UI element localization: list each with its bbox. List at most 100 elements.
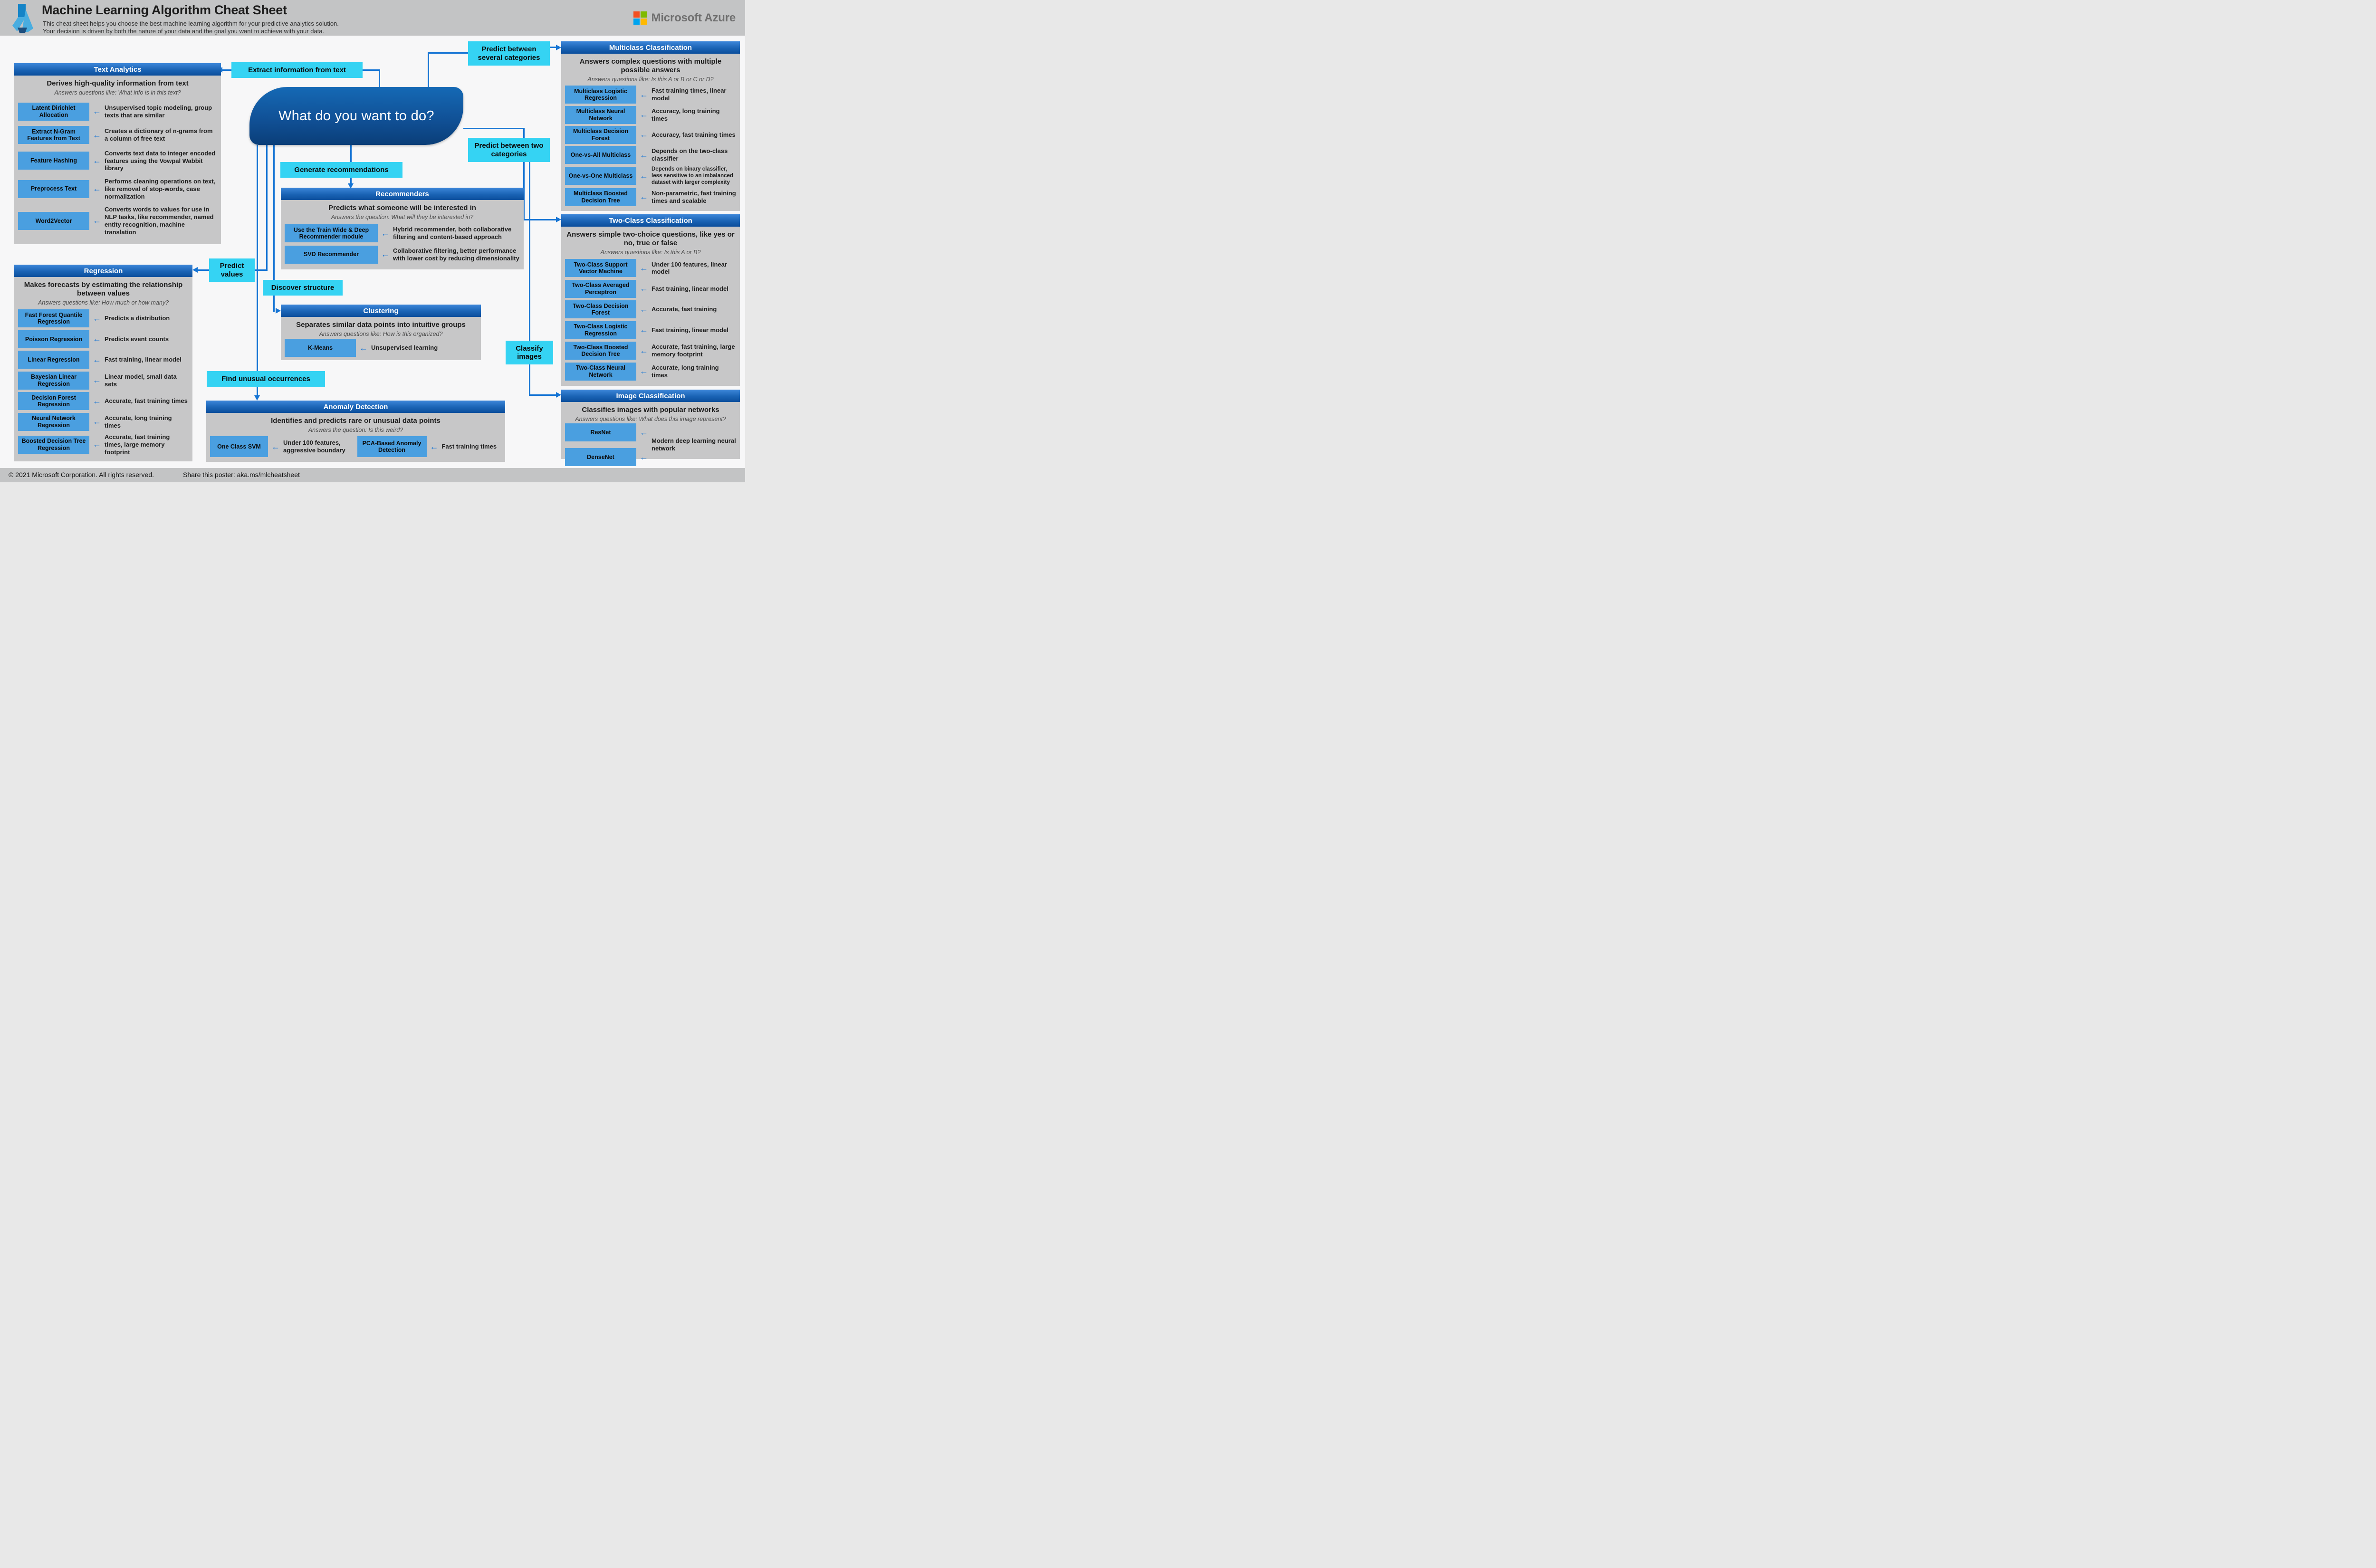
algorithm-row: Two-Class Averaged Perceptron ← Fast tra… <box>565 279 736 298</box>
algorithm-chip: K-Means <box>285 339 356 357</box>
algorithm-desc: Unsupervised topic modeling, group texts… <box>105 104 212 119</box>
algorithm-chip: Two-Class Logistic Regression <box>565 321 636 339</box>
algorithm-chip: Two-Class Averaged Perceptron <box>565 279 636 298</box>
microsoft-azure-logo: Microsoft Azure <box>633 11 736 25</box>
header-bar: Machine Learning Algorithm Cheat Sheet T… <box>0 0 745 36</box>
algorithm-row: Two-Class Neural Network ← Accurate, lon… <box>565 362 736 381</box>
panel-clustering: Clustering Separates similar data points… <box>281 305 481 360</box>
algorithm-row: Two-Class Decision Forest ← Accurate, fa… <box>565 300 736 319</box>
left-arrow-icon: ← <box>640 171 648 181</box>
algorithm-chip: Word2Vector <box>18 211 89 230</box>
algorithm-row: Multiclass Boosted Decision Tree ← Non-p… <box>565 188 736 206</box>
algorithm-chip: Preprocess Text <box>18 180 89 198</box>
connector-several-h2 <box>550 47 557 48</box>
connector-extract-v <box>379 69 380 89</box>
connector-extract-h2 <box>363 69 380 71</box>
left-arrow-icon: ← <box>640 263 648 273</box>
left-arrow-icon: ← <box>640 150 648 160</box>
label-classify-images: Classify images <box>506 341 553 364</box>
algorithm-desc: Converts words to values for use in NLP … <box>105 205 214 236</box>
arrowhead-into-regression <box>192 267 198 273</box>
page-subtitle-line2: Your decision is driven by both the natu… <box>43 28 325 35</box>
center-question-text: What do you want to do? <box>278 108 434 124</box>
arrowhead-into-twoclass <box>556 217 561 222</box>
connector-two-h1 <box>463 128 525 129</box>
algorithm-row: Multiclass Decision Forest ← Accuracy, f… <box>565 125 736 144</box>
panel-recommenders-title: Recommenders <box>281 188 524 200</box>
panel-image-title: Image Classification <box>561 390 740 402</box>
algorithm-row: ResNet ← <box>565 423 651 441</box>
panel-regression: Regression Makes forecasts by estimating… <box>14 265 192 461</box>
algorithm-chip: Neural Network Regression <box>18 412 89 431</box>
connector-two-v2 <box>523 162 525 220</box>
left-arrow-icon: ← <box>430 441 439 451</box>
algorithm-row: Preprocess Text ← Performs cleaning oper… <box>18 178 217 201</box>
algorithm-chip: DenseNet <box>565 448 636 466</box>
label-predict-several-categories: Predict between several categories <box>468 41 550 66</box>
algorithm-desc: Predicts event counts <box>105 335 169 343</box>
left-arrow-icon: ← <box>640 130 648 140</box>
panel-subheading: Answers the question: Is this weird? <box>308 427 403 433</box>
algorithm-chip: Two-Class Neural Network <box>565 362 636 381</box>
panel-subheading: Answers questions like: What does this i… <box>575 416 726 422</box>
algorithm-row: One Class SVM ← Under 100 features, aggr… <box>210 436 354 457</box>
panel-twoclass-classification: Two-Class Classification Answers simple … <box>561 214 740 386</box>
label-extract-information: Extract information from text <box>231 62 363 78</box>
connector-unusual-v1 <box>257 145 258 371</box>
algorithm-row: DenseNet ← <box>565 448 651 466</box>
share-link-text: Share this poster: aka.ms/mlcheatsheet <box>183 471 300 478</box>
microsoft-logo-icon <box>633 11 647 25</box>
algorithm-chip: Two-Class Boosted Decision Tree <box>565 342 636 360</box>
label-predict-values: Predict values <box>209 258 255 282</box>
connector-generate-v2 <box>350 177 352 184</box>
left-arrow-icon: ← <box>93 184 101 194</box>
algorithm-desc: Hybrid recommender, both collaborative f… <box>393 226 512 241</box>
algorithm-desc: Creates a dictionary of n-grams from a c… <box>105 127 213 143</box>
algorithm-desc: Unsupervised learning <box>371 344 438 352</box>
algorithm-desc: Fast training, linear model <box>651 285 728 292</box>
algorithm-chip: Fast Forest Quantile Regression <box>18 309 89 328</box>
algorithm-chip: Decision Forest Regression <box>18 392 89 411</box>
left-arrow-icon: ← <box>640 110 648 120</box>
algorithm-row: Use the Train Wide & Deep Recommender mo… <box>285 224 520 243</box>
connector-two-h2 <box>523 219 556 220</box>
center-question-box: What do you want to do? <box>249 87 463 145</box>
page-title: Machine Learning Algorithm Cheat Sheet <box>42 3 287 17</box>
algorithm-row: PCA-Based Anomaly Detection ← Fast train… <box>357 436 502 457</box>
panel-subheading: Answers questions like: Is this A or B o… <box>587 76 714 83</box>
algorithm-desc: Accurate, long training times <box>651 363 719 379</box>
panel-text-analytics: Text Analytics Derives high-quality info… <box>14 63 221 244</box>
left-arrow-icon: ← <box>640 427 648 437</box>
algorithm-desc: Fast training times <box>441 443 497 450</box>
arrowhead-into-image-class <box>556 392 561 398</box>
algorithm-desc: Modern deep learning neural network <box>651 437 736 452</box>
connector-unusual-v2 <box>257 387 258 396</box>
left-arrow-icon: ← <box>93 440 101 449</box>
algorithm-desc: Accuracy, fast training times <box>651 131 736 138</box>
algorithm-row: Neural Network Regression ← Accurate, lo… <box>18 412 189 431</box>
panel-regression-title: Regression <box>14 265 192 277</box>
panel-heading: Answers simple two-choice questions, lik… <box>566 230 735 247</box>
panel-subheading: Answers questions like: How is this orga… <box>319 331 443 337</box>
left-arrow-icon: ← <box>381 228 390 238</box>
algorithm-desc: Accurate, long training times <box>105 414 172 429</box>
algorithm-row: Two-Class Support Vector Machine ← Under… <box>565 259 736 277</box>
panel-anomaly-title: Anomaly Detection <box>206 401 505 413</box>
algorithm-chip: Multiclass Boosted Decision Tree <box>565 188 636 206</box>
left-arrow-icon: ← <box>93 396 101 406</box>
connector-several-h1 <box>428 52 468 54</box>
algorithm-row: One-vs-One Multiclass ← Depends on binar… <box>565 166 736 186</box>
panel-heading: Makes forecasts by estimating the relati… <box>24 281 183 297</box>
panel-anomaly-detection: Anomaly Detection Identifies and predict… <box>206 401 505 462</box>
left-arrow-icon: ← <box>93 106 101 116</box>
panel-heading: Answers complex questions with multiple … <box>579 57 722 74</box>
left-arrow-icon: ← <box>640 89 648 99</box>
algorithm-chip: SVD Recommender <box>285 245 378 264</box>
footer-bar: © 2021 Microsoft Corporation. All rights… <box>0 468 745 482</box>
left-arrow-icon: ← <box>640 366 648 376</box>
algorithm-chip: Use the Train Wide & Deep Recommender mo… <box>285 224 378 243</box>
connector-two-v1 <box>523 128 525 139</box>
connector-classify-h <box>529 394 556 396</box>
algorithm-row: SVD Recommender ← Collaborative filterin… <box>285 245 520 264</box>
panel-multiclass-title: Multiclass Classification <box>561 41 740 54</box>
